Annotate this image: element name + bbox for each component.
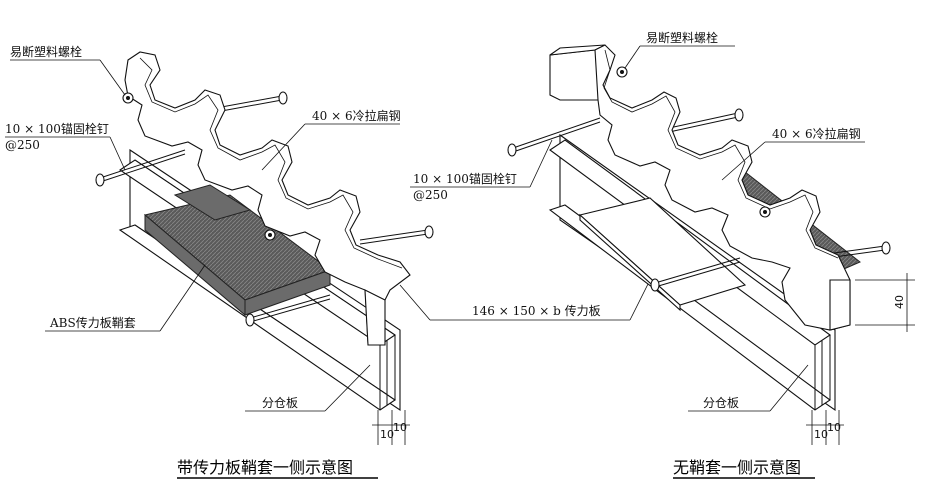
left-plastic-bolts [122,92,276,241]
left-anchor-spacing: @250 [5,138,40,152]
right-labels: 易断塑料螺栓 10 × 100锚固栓钉 @250 40 × 6冷拉扁钢 分仓板 [410,30,865,412]
left-caption: 带传力板鞘套一侧示意图 [177,458,353,477]
right-caption: 无鞘套一侧示意图 [673,458,801,477]
right-flat-steel-label: 40 × 6冷拉扁钢 [772,126,861,141]
right-dimension: 10 10 [806,410,844,445]
right-figure: 40 10 10 易断塑料螺栓 10 × 100锚固栓钉 @250 40 × 6… [410,30,915,479]
left-flat-steel [124,51,411,346]
right-dim-40: 40 [893,295,906,309]
left-anchor-studs [95,91,434,327]
left-bolt-label: 易断塑料螺栓 [10,44,82,59]
left-dimension: 10 10 [372,410,410,445]
left-divider-label: 分仓板 [262,396,298,410]
left-flat-steel-label: 40 × 6冷拉扁钢 [312,108,401,123]
right-plastic-bolts [616,66,771,218]
right-anchor-spacing: @250 [413,188,448,202]
right-dimension-40: 40 [855,273,915,332]
right-dim-2: 10 [827,421,841,434]
right-bolt-label: 易断塑料螺栓 [646,30,718,45]
force-plate-label: 146 × 150 × b 传力板 [472,303,601,318]
left-dim-2: 10 [393,421,407,434]
right-divider-label: 分仓板 [703,396,739,410]
center-label-group: 146 × 150 × b 传力板 [399,279,651,321]
right-flat-steel [549,44,851,331]
left-sleeve-label: ABS传力板鞘套 [49,315,136,330]
left-labels: 易断塑料螺栓 10 × 100锚固栓钉 @250 40 × 6冷拉扁钢 ABS传… [5,44,401,412]
left-anchor-label: 10 × 100锚固栓钉 [5,121,109,136]
right-dim-1: 10 [814,428,828,441]
right-anchor-label: 10 × 100锚固栓钉 [413,171,517,186]
left-dim-1: 10 [380,428,394,441]
left-figure: 10 10 易断塑料螺栓 10 × 100锚固栓钉 @250 40 × 6冷拉扁… [5,44,434,479]
